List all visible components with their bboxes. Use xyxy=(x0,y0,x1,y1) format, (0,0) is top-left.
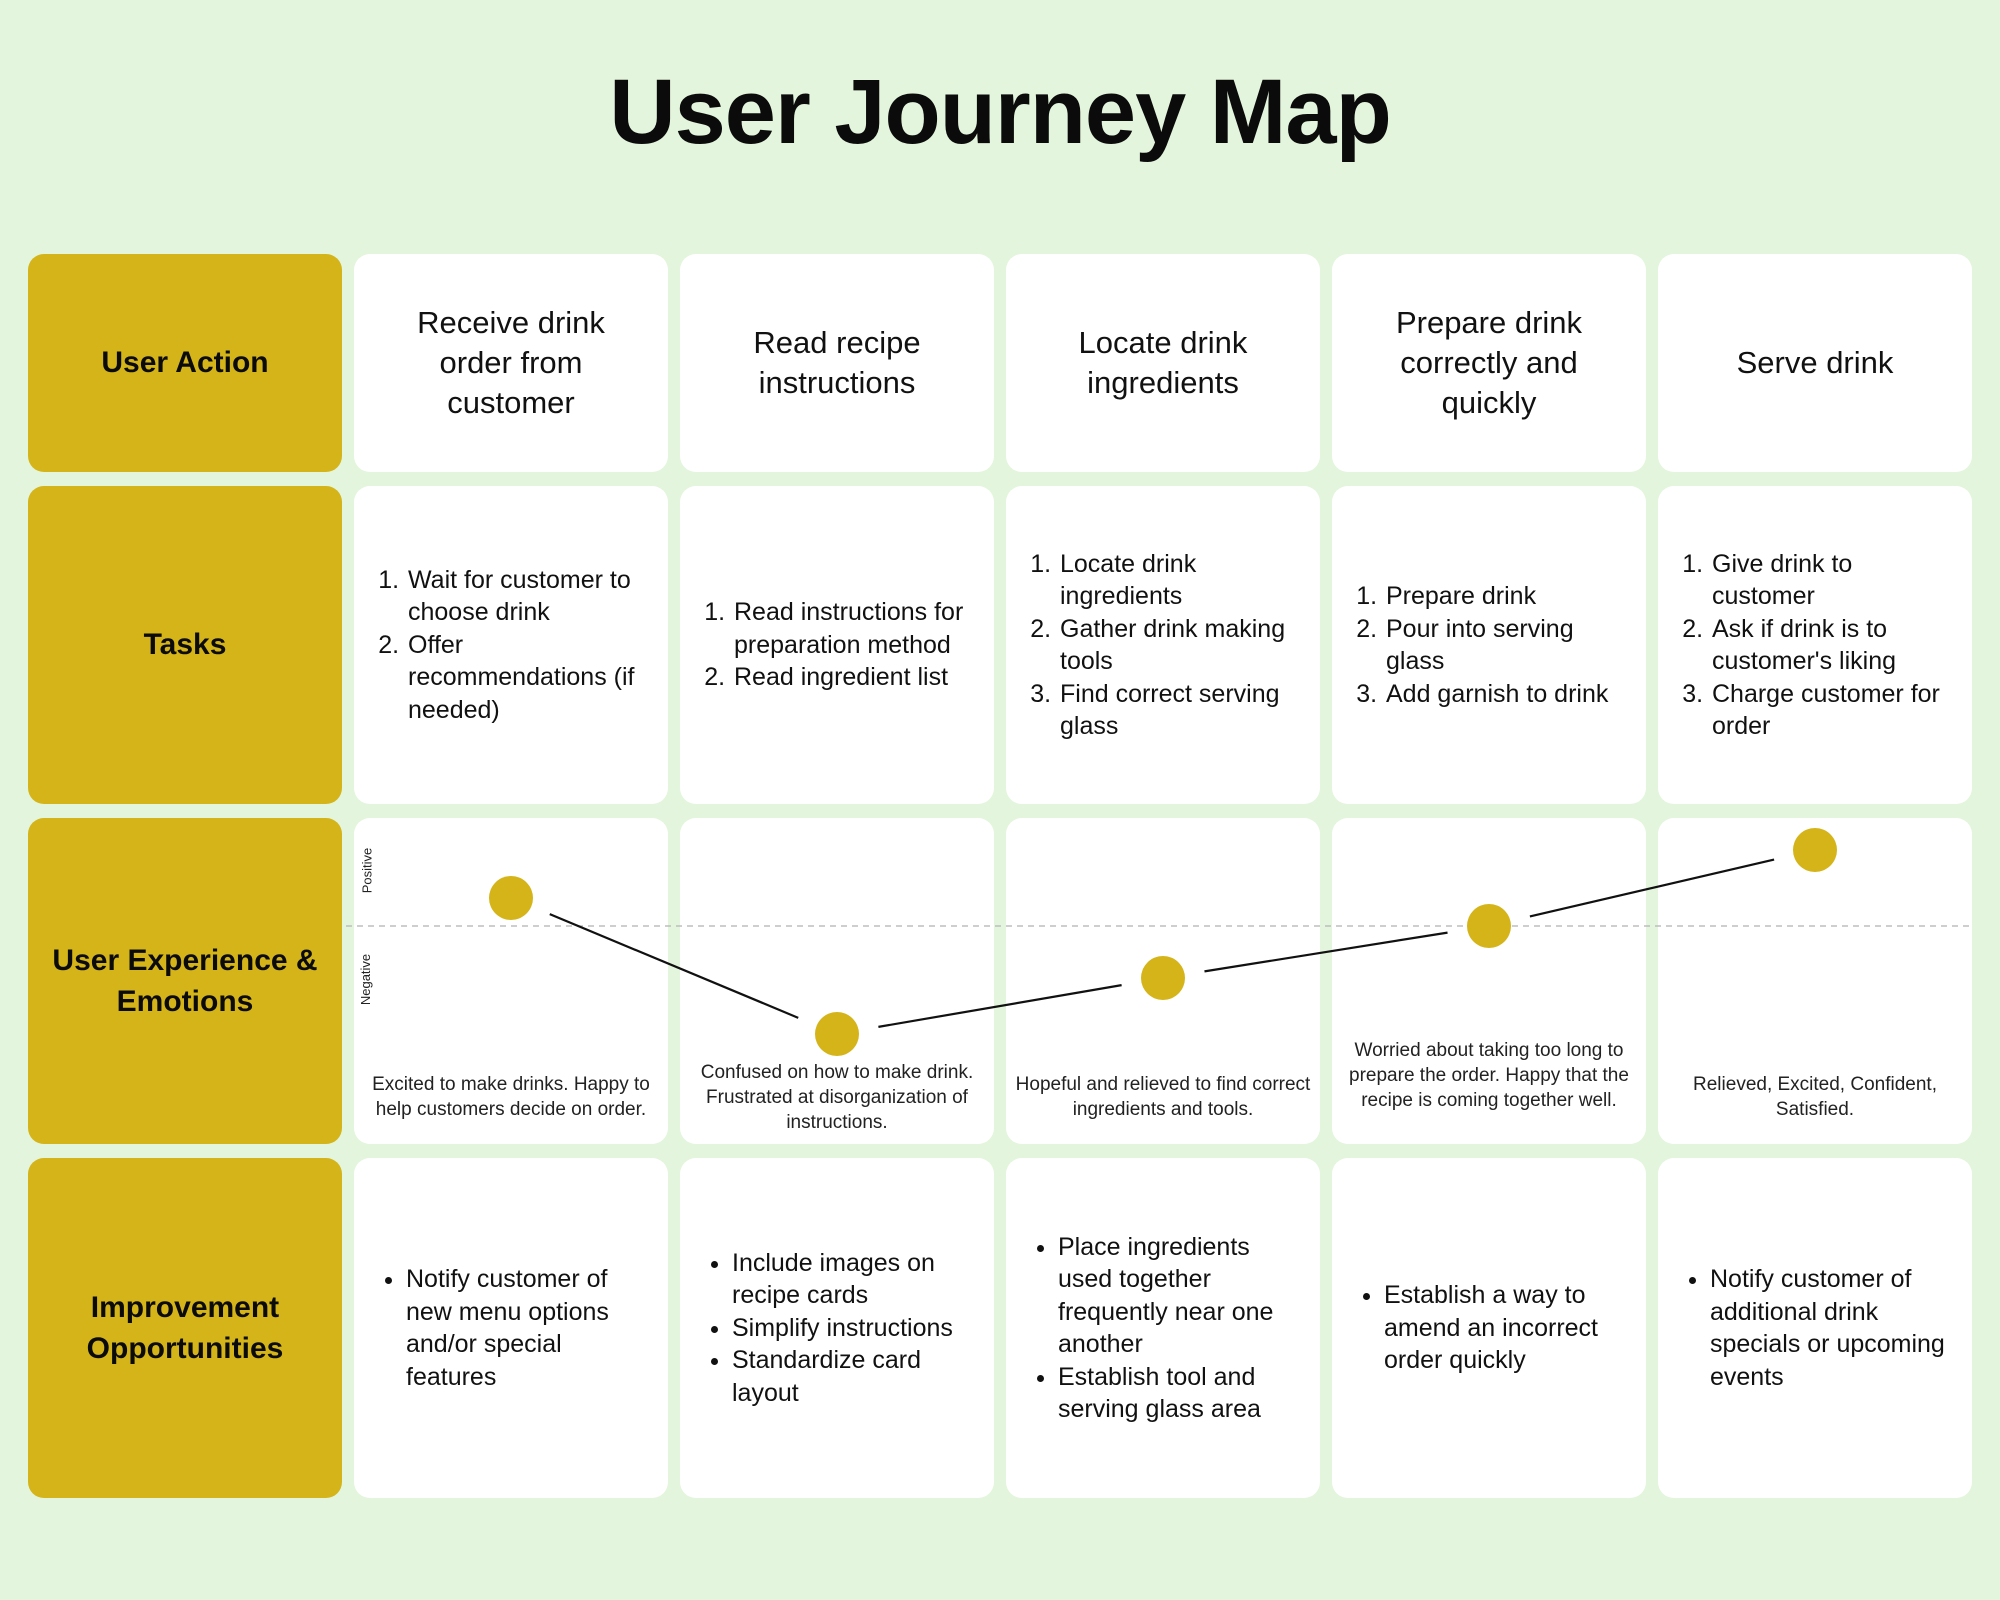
tasks-cell-2: Read instructions for preparation method… xyxy=(680,486,994,804)
action-text: Receive drink order from customer xyxy=(417,304,605,421)
task-item: Give drink to customer xyxy=(1710,548,1952,613)
tasks-cell-4: Prepare drink Pour into serving glass Ad… xyxy=(1332,486,1646,804)
row-header-tasks: Tasks xyxy=(28,486,342,804)
task-item: Wait for customer to choose drink xyxy=(406,564,648,629)
improvement-item: Establish a way to amend an incorrect or… xyxy=(1384,1279,1626,1377)
task-item: Ask if drink is to customer's liking xyxy=(1710,613,1952,678)
improvement-item: Establish tool and serving glass area xyxy=(1058,1361,1300,1426)
task-list: Prepare drink Pour into serving glass Ad… xyxy=(1352,580,1626,710)
task-item: Find correct serving glass xyxy=(1058,678,1300,743)
emotion-cell-5: Relieved, Excited, Confident, Satisfied. xyxy=(1658,818,1972,1144)
task-item: Charge customer for order xyxy=(1710,678,1952,743)
improve-cell-2: Include images on recipe cards Simplify … xyxy=(680,1158,994,1498)
task-item: Add garnish to drink xyxy=(1384,678,1626,711)
emotion-cell-1: Positive Negative Excited to make drinks… xyxy=(354,818,668,1144)
emotion-text: Relieved, Excited, Confident, Satisfied. xyxy=(1693,1074,1937,1121)
improvement-list: Place ingredients used together frequent… xyxy=(1026,1231,1300,1426)
improvement-item: Simplify instructions xyxy=(732,1312,974,1345)
emotion-text: Excited to make drinks. Happy to help cu… xyxy=(372,1074,650,1121)
improve-cell-4: Establish a way to amend an incorrect or… xyxy=(1332,1158,1646,1498)
task-item: Pour into serving glass xyxy=(1384,613,1626,678)
task-list: Wait for customer to choose drink Offer … xyxy=(374,564,648,727)
improvement-list: Notify customer of new menu options and/… xyxy=(374,1263,648,1393)
action-cell-3: Locate drink ingredients xyxy=(1006,254,1320,472)
improvement-item: Place ingredients used together frequent… xyxy=(1058,1231,1300,1361)
task-item: Offer recommendations (if needed) xyxy=(406,629,648,727)
emotion-cell-2: Confused on how to make drink. Frustrate… xyxy=(680,818,994,1144)
task-item: Prepare drink xyxy=(1384,580,1626,613)
task-list: Locate drink ingredients Gather drink ma… xyxy=(1026,548,1300,743)
tasks-cell-5: Give drink to customer Ask if drink is t… xyxy=(1658,486,1972,804)
row-header-experience: User Experience & Emotions xyxy=(28,818,342,1144)
action-text: Prepare drink correctly and quickly xyxy=(1395,304,1583,421)
action-cell-1: Receive drink order from customer xyxy=(354,254,668,472)
improvement-item: Notify customer of additional drink spec… xyxy=(1710,1263,1952,1393)
improve-cell-1: Notify customer of new menu options and/… xyxy=(354,1158,668,1498)
improvement-list: Establish a way to amend an incorrect or… xyxy=(1352,1279,1626,1377)
negative-axis-label: Negative xyxy=(358,953,374,1006)
task-item: Gather drink making tools xyxy=(1058,613,1300,678)
action-cell-5: Serve drink xyxy=(1658,254,1972,472)
tasks-cell-1: Wait for customer to choose drink Offer … xyxy=(354,486,668,804)
row-header-improvements: Improvement Opportunities xyxy=(28,1158,342,1498)
improve-cell-3: Place ingredients used together frequent… xyxy=(1006,1158,1320,1498)
page-title: User Journey Map xyxy=(609,61,1392,163)
positive-axis-label: Positive xyxy=(359,847,375,894)
task-item: Locate drink ingredients xyxy=(1058,548,1300,613)
improvement-list: Notify customer of additional drink spec… xyxy=(1678,1263,1952,1393)
improvement-item: Standardize card layout xyxy=(732,1344,974,1409)
emotion-cell-3: Hopeful and relieved to find correct ing… xyxy=(1006,818,1320,1144)
task-item: Read instructions for preparation method xyxy=(732,596,974,661)
emotion-text: Hopeful and relieved to find correct ing… xyxy=(1015,1074,1311,1121)
action-text: Read recipe instructions xyxy=(753,324,921,400)
improvement-item: Include images on recipe cards xyxy=(732,1247,974,1312)
task-item: Read ingredient list xyxy=(732,661,974,694)
action-cell-4: Prepare drink correctly and quickly xyxy=(1332,254,1646,472)
improve-cell-5: Notify customer of additional drink spec… xyxy=(1658,1158,1972,1498)
action-text: Locate drink ingredients xyxy=(1078,324,1248,400)
emotion-text: Worried about taking too long to prepare… xyxy=(1349,1040,1629,1112)
emotion-cell-4: Worried about taking too long to prepare… xyxy=(1332,818,1646,1144)
action-text: Serve drink xyxy=(1736,344,1894,380)
improvement-list: Include images on recipe cards Simplify … xyxy=(700,1247,974,1410)
task-list: Read instructions for preparation method… xyxy=(700,596,974,694)
action-cell-2: Read recipe instructions xyxy=(680,254,994,472)
task-list: Give drink to customer Ask if drink is t… xyxy=(1678,548,1952,743)
tasks-cell-3: Locate drink ingredients Gather drink ma… xyxy=(1006,486,1320,804)
emotion-text: Confused on how to make drink. Frustrate… xyxy=(700,1062,974,1134)
improvement-item: Notify customer of new menu options and/… xyxy=(406,1263,648,1393)
row-header-user-action: User Action xyxy=(28,254,342,472)
